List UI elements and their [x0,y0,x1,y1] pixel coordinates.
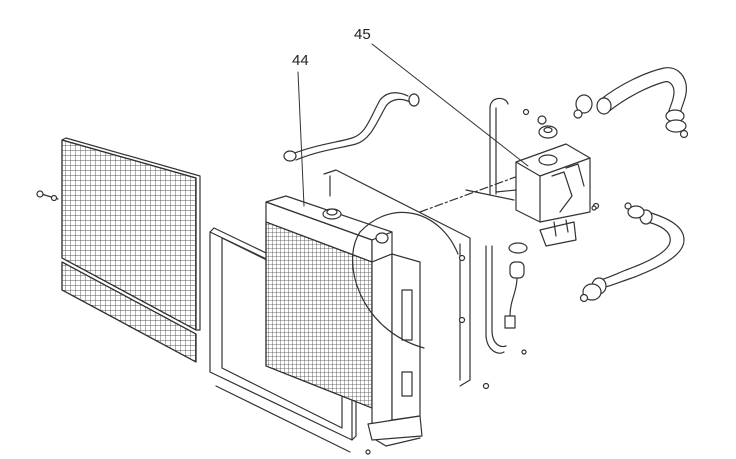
hose-clamp-icon [573,94,689,139]
left-screen-upper [61,137,201,331]
lower-radiator-hose [591,209,685,295]
level-sensor [504,242,528,355]
reservoir-drain-hose [485,97,509,354]
screen-screw-icon [36,190,59,202]
assembly-line [419,159,563,213]
coolant-reservoir [465,125,600,247]
callout-44: 44 [292,52,309,69]
upper-radiator-hose [596,67,687,123]
leader-line-44 [297,71,305,207]
rear-shroud-plate [323,169,471,387]
leader-line-45 [371,43,529,167]
left-screen-lower [61,261,197,363]
radiator [265,195,423,447]
callout-45: 45 [354,26,371,43]
clamp-icon [365,108,597,455]
lower-hose-clamp-icon [579,202,645,303]
overflow-pipe [283,92,420,162]
